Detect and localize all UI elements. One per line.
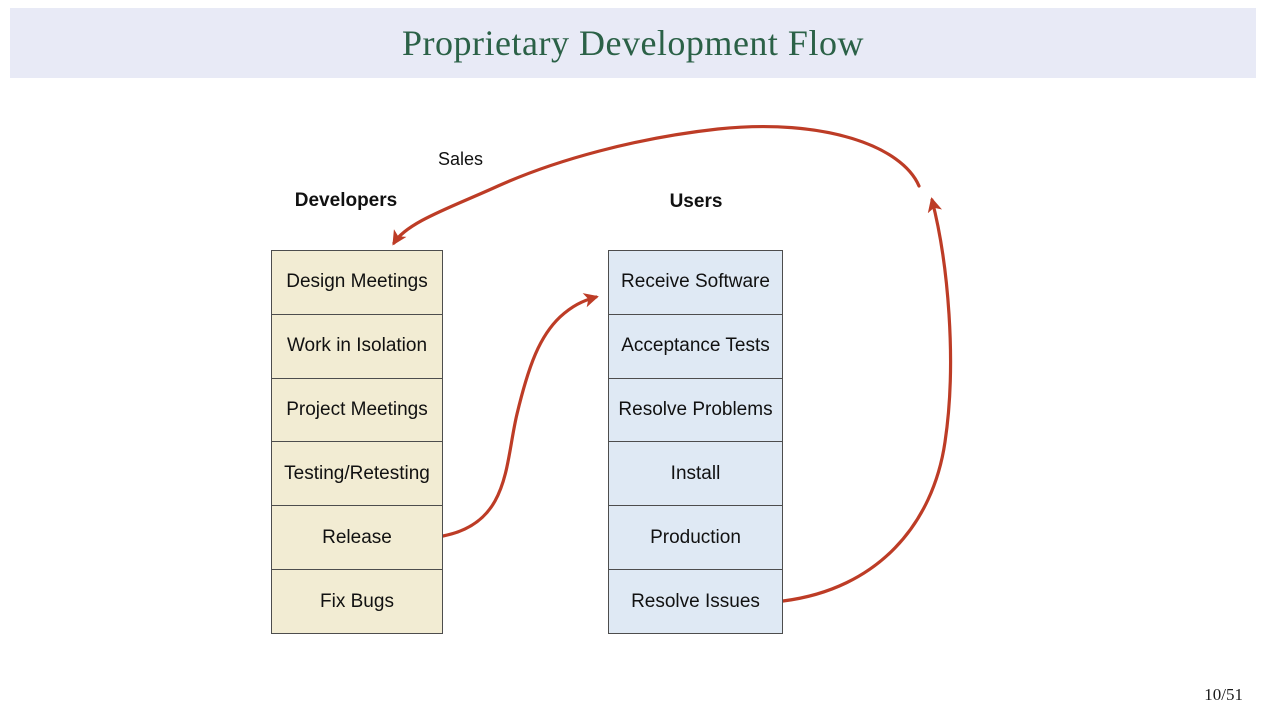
process-box-resolve-problems: Resolve Problems xyxy=(609,377,782,442)
page-number: 10/51 xyxy=(1204,685,1243,704)
resolve-issues-cycle-arrow xyxy=(781,197,953,603)
sales-arrow xyxy=(392,125,921,246)
process-box-project-meetings: Project Meetings xyxy=(272,377,442,442)
process-box-install: Install xyxy=(609,441,782,505)
users-column-header: Users xyxy=(669,191,723,212)
process-box-fix-bugs: Fix Bugs xyxy=(272,569,442,633)
process-box-design-meetings: Design Meetings xyxy=(286,271,428,293)
slide-title: Proprietary Development Flow xyxy=(402,23,864,63)
developers-column-header: Developers xyxy=(294,190,398,211)
release-to-receive-arrow xyxy=(441,293,599,538)
process-box-production: Production xyxy=(609,505,782,569)
sales-arrow-label: Sales xyxy=(438,149,484,169)
users-column: Receive Software Acceptance Tests Resolv… xyxy=(608,250,783,634)
process-box-testing-retesting: Testing/Retesting xyxy=(272,441,442,505)
process-box-work-in-isolation: Work in Isolation xyxy=(272,313,442,378)
process-box-resolve-issues: Resolve Issues xyxy=(609,569,782,633)
process-box-release: Release xyxy=(272,505,442,569)
process-box-acceptance-tests: Acceptance Tests xyxy=(609,313,782,378)
title-bar: Proprietary Development Flow xyxy=(10,8,1256,78)
developers-column: Design Meetings Work in Isolation Projec… xyxy=(271,250,443,634)
process-box-receive-software: Receive Software xyxy=(621,271,770,293)
